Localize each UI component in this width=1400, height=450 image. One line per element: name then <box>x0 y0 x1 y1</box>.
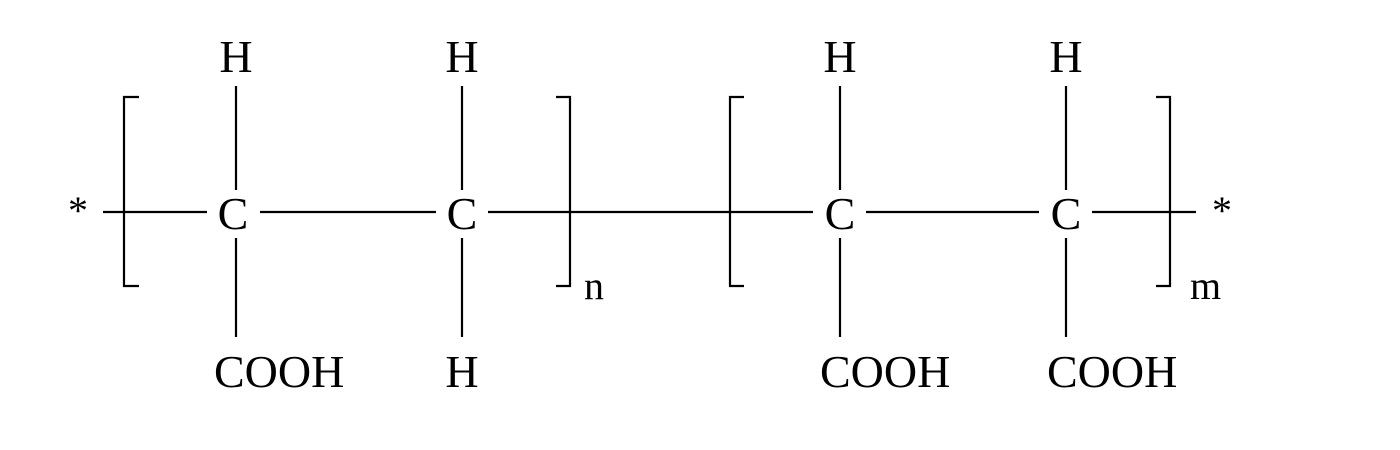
unit1-subscript: n <box>584 263 604 308</box>
unit2-c2-top-atom: H <box>1049 31 1082 82</box>
unit1-c2-top-atom: H <box>445 31 478 82</box>
unit2-c1-bottom-group: COOH <box>820 346 950 397</box>
unit1-c1-top-atom: H <box>219 31 252 82</box>
right-end-group: * <box>1212 188 1232 233</box>
unit1-c2-carbon: C <box>447 188 478 239</box>
unit1-c2-bottom-atom: H <box>445 346 478 397</box>
bracket-m-right <box>1156 95 1172 288</box>
unit2-subscript: m <box>1190 263 1221 308</box>
unit1-c1-carbon: C <box>218 188 249 239</box>
bracket-n-left <box>122 95 139 288</box>
unit2-c2-bottom-group: COOH <box>1047 346 1177 397</box>
unit2-c1-carbon: C <box>825 188 856 239</box>
left-end-group: * <box>68 188 88 233</box>
repeat-brackets <box>122 95 1172 288</box>
unit2-c2-carbon: C <box>1051 188 1082 239</box>
unit2-c1-top-atom: H <box>823 31 856 82</box>
unit1-c1-bottom-group: COOH <box>214 346 344 397</box>
bracket-m-left <box>728 95 744 288</box>
substituent-bonds <box>234 86 1068 337</box>
bracket-n-right <box>556 95 572 288</box>
